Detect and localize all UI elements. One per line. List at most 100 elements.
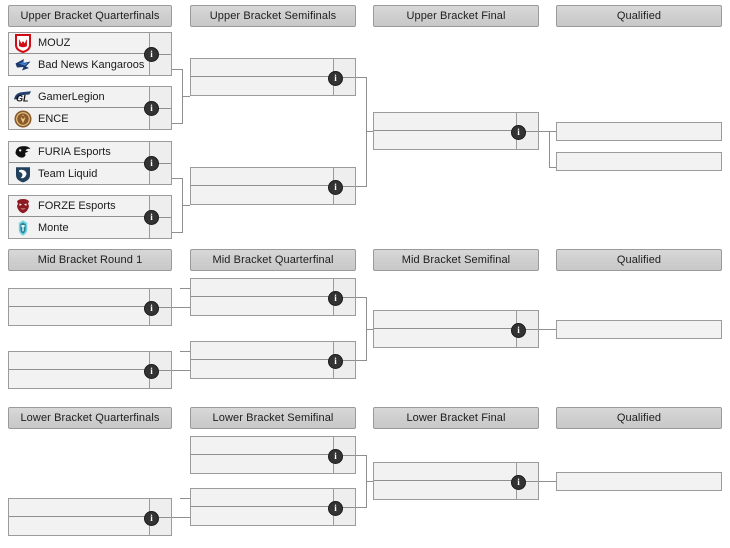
connector (356, 455, 366, 456)
connector (172, 517, 190, 518)
info-icon-label: i (517, 127, 520, 137)
info-icon-label: i (334, 73, 337, 83)
furia-esports-logo (12, 141, 34, 163)
connector (172, 69, 182, 70)
match-info-icon[interactable]: i (511, 475, 526, 490)
connector (172, 232, 182, 233)
match-row-top[interactable] (9, 352, 171, 370)
match-lower-final[interactable] (373, 462, 539, 500)
match-info-icon[interactable]: i (144, 156, 159, 171)
column-header-mid-semifinal: Mid Bracket Semifinal (373, 249, 539, 271)
match-mid-r1-2[interactable] (8, 351, 172, 389)
column-header-lower-quarterfinals: Lower Bracket Quarterfinals (8, 407, 172, 429)
match-row-bottom[interactable]: Monte (9, 217, 171, 238)
match-info-icon[interactable]: i (328, 449, 343, 464)
qualified-slot-upper-1[interactable] (556, 122, 722, 141)
qualified-slot-lower-1[interactable] (556, 472, 722, 491)
connector (539, 481, 556, 482)
team-liquid-logo (12, 163, 34, 185)
match-info-icon[interactable]: i (144, 511, 159, 526)
match-row-bottom[interactable]: Bad News Kangaroos (9, 54, 171, 75)
connector (366, 329, 374, 330)
connector (172, 123, 182, 124)
connector (366, 77, 367, 187)
connector (172, 307, 190, 308)
info-icon-label: i (150, 103, 153, 113)
svg-text:GL: GL (16, 94, 29, 104)
match-info-icon[interactable]: i (511, 323, 526, 338)
qualified-slot-upper-2[interactable] (556, 152, 722, 171)
match-info-icon[interactable]: i (144, 364, 159, 379)
match-info-icon[interactable]: i (144, 47, 159, 62)
connector (539, 329, 556, 330)
match-info-icon[interactable]: i (328, 180, 343, 195)
match-row-top[interactable]: FURIA Esports (9, 142, 171, 163)
info-icon-label: i (150, 366, 153, 376)
match-info-icon[interactable]: i (511, 125, 526, 140)
forze-esports-logo (12, 195, 34, 217)
match-row-top[interactable] (374, 113, 538, 131)
info-icon-label: i (334, 182, 337, 192)
match-row-top[interactable] (191, 489, 355, 507)
info-icon-label: i (334, 451, 337, 461)
match-row-top[interactable] (191, 342, 355, 360)
match-row-top[interactable] (9, 499, 171, 517)
column-header-lower-final: Lower Bracket Final (373, 407, 539, 429)
match-info-icon[interactable]: i (328, 71, 343, 86)
connector (180, 288, 190, 289)
connector (182, 96, 190, 97)
match-row-top[interactable] (191, 437, 355, 455)
monte-logo (12, 217, 34, 239)
info-icon-label: i (334, 293, 337, 303)
match-row-top[interactable]: GL GamerLegion (9, 87, 171, 108)
mouz-logo (12, 32, 34, 54)
connector (366, 131, 374, 132)
qualified-slot-mid-1[interactable] (556, 320, 722, 339)
match-info-icon[interactable]: i (328, 501, 343, 516)
info-icon-label: i (334, 356, 337, 366)
match-row-top[interactable] (9, 289, 171, 307)
match-info-icon[interactable]: i (328, 291, 343, 306)
match-row-top[interactable] (374, 311, 538, 329)
match-mid-qf-2[interactable] (190, 341, 356, 379)
match-info-icon[interactable]: i (328, 354, 343, 369)
connector (549, 131, 550, 167)
match-row-top[interactable] (191, 168, 355, 186)
info-icon-label: i (517, 325, 520, 335)
connector (356, 507, 366, 508)
column-header-mid-qualified: Qualified (556, 249, 722, 271)
bad-news-kangaroos-logo (12, 54, 34, 76)
connector (549, 131, 556, 132)
ence-logo (12, 108, 34, 130)
column-header-upper-quarterfinals: Upper Bracket Quarterfinals (8, 5, 172, 27)
column-header-upper-semifinals: Upper Bracket Semifinals (190, 5, 356, 27)
match-row-bottom[interactable]: Team Liquid (9, 163, 171, 184)
match-mid-qf-1[interactable] (190, 278, 356, 316)
connector (549, 167, 556, 168)
column-header-lower-semifinal: Lower Bracket Semifinal (190, 407, 356, 429)
connector (180, 498, 190, 499)
connector (180, 351, 190, 352)
match-row-top[interactable]: FORZE Esports (9, 196, 171, 217)
connector (356, 297, 366, 298)
column-header-upper-qualified: Qualified (556, 5, 722, 27)
column-header-mid-quarterfinal: Mid Bracket Quarterfinal (190, 249, 356, 271)
column-header-mid-round-1: Mid Bracket Round 1 (8, 249, 172, 271)
info-icon-label: i (150, 49, 153, 59)
match-row-bottom[interactable]: ENCE (9, 108, 171, 129)
match-info-icon[interactable]: i (144, 101, 159, 116)
match-info-icon[interactable]: i (144, 210, 159, 225)
info-icon-label: i (334, 503, 337, 513)
match-row-top[interactable]: MOUZ (9, 33, 171, 54)
match-row-top[interactable] (374, 463, 538, 481)
match-info-icon[interactable]: i (144, 301, 159, 316)
connector (356, 360, 366, 361)
match-row-top[interactable] (191, 59, 355, 77)
connector (172, 370, 190, 371)
info-icon-label: i (150, 303, 153, 313)
match-row-top[interactable] (191, 279, 355, 297)
connector (182, 205, 190, 206)
info-icon-label: i (517, 477, 520, 487)
info-icon-label: i (150, 158, 153, 168)
